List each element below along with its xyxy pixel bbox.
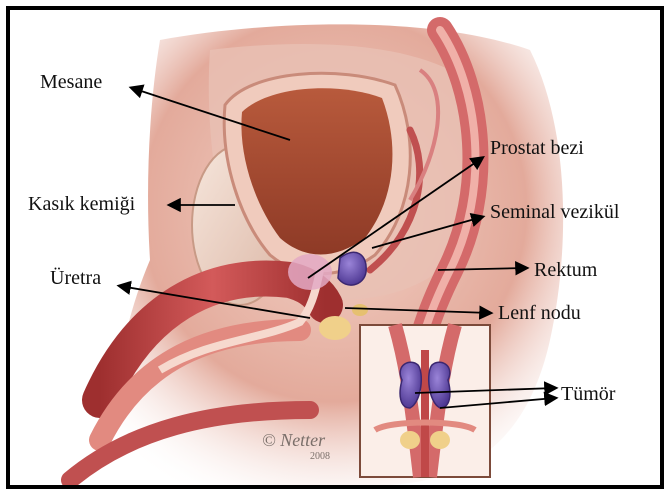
label-seminal-vezikul: Seminal vezikül [490, 202, 619, 222]
label-kasik-kemigi: Kasık kemiği [28, 194, 135, 214]
signature-copyright: © [262, 430, 276, 450]
label-prostat-bezi: Prostat bezi [490, 138, 584, 158]
artist-year: 2008 [310, 451, 330, 462]
diagram-frame: Mesane Kasık kemiği Üretra Prostat bezi … [6, 6, 664, 489]
label-lenf-nodu: Lenf nodu [498, 303, 581, 323]
label-rektum: Rektum [534, 260, 597, 280]
anatomy-illustration [10, 10, 660, 485]
inset-panel [360, 325, 490, 477]
signature-name: Netter [280, 430, 325, 450]
label-mesane: Mesane [40, 72, 102, 92]
label-uretra: Üretra [50, 268, 101, 288]
artist-signature: © Netter [262, 430, 325, 451]
label-tumor: Tümör [561, 384, 615, 404]
